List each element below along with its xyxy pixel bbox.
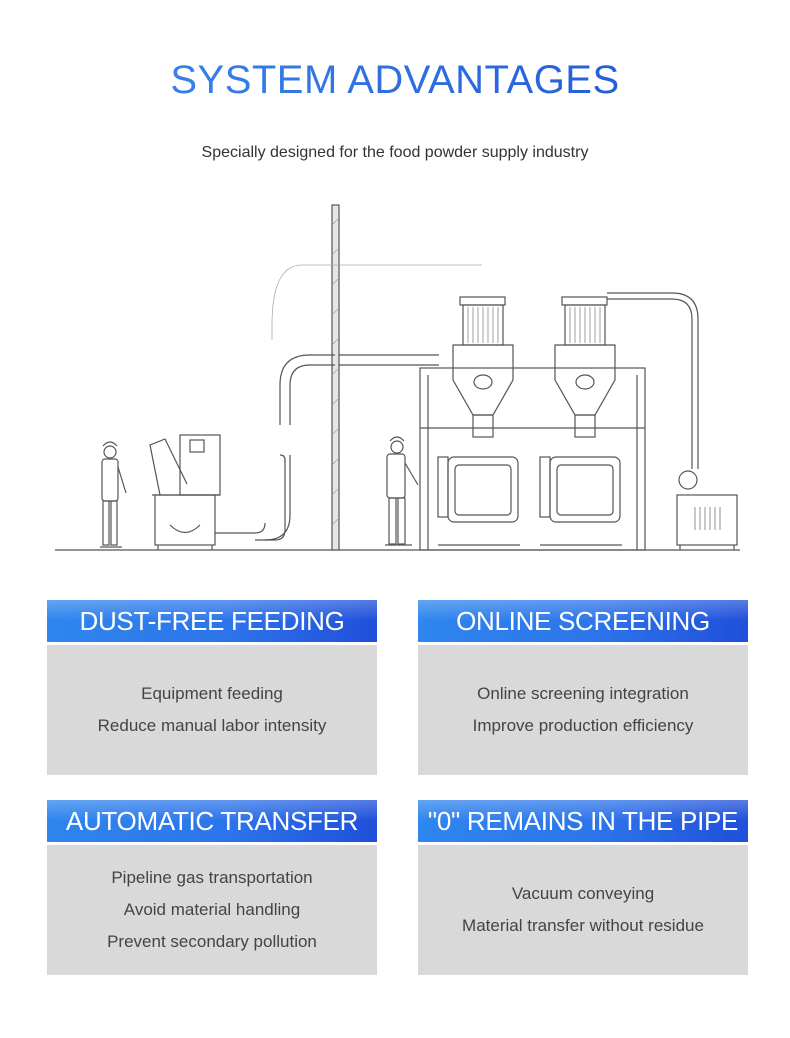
feature-body: Online screening integration Improve pro… <box>418 645 748 775</box>
feature-line: Material transfer without residue <box>462 916 704 935</box>
page-subtitle: Specially designed for the food powder s… <box>201 144 589 161</box>
feature-line: Improve production efficiency <box>472 716 694 735</box>
feature-line: Equipment feeding <box>141 684 283 703</box>
feature-line: Reduce manual labor intensity <box>97 716 327 735</box>
system-diagram <box>55 204 740 551</box>
feature-card-dust-free-feeding: DUST-FREE FEEDING Equipment feeding Redu… <box>47 600 377 775</box>
feature-heading: "0" REMAINS IN THE PIPE <box>418 800 748 842</box>
feature-card-online-screening: ONLINE SCREENING Online screening integr… <box>418 600 748 775</box>
feature-card-automatic-transfer: AUTOMATIC TRANSFER Pipeline gas transpor… <box>47 800 377 975</box>
feature-line: Prevent secondary pollution <box>107 932 317 951</box>
feature-body: Pipeline gas transportation Avoid materi… <box>47 845 377 975</box>
feature-line: Vacuum conveying <box>511 884 655 903</box>
feature-heading: AUTOMATIC TRANSFER <box>47 800 377 842</box>
feature-line: Pipeline gas transportation <box>111 868 313 887</box>
feature-heading: ONLINE SCREENING <box>418 600 748 642</box>
feature-body: Equipment feeding Reduce manual labor in… <box>47 645 377 775</box>
page-title: SYSTEM ADVANTAGES <box>0 58 790 103</box>
feature-heading: DUST-FREE FEEDING <box>47 600 377 642</box>
feature-line: Online screening integration <box>477 684 689 703</box>
feature-body: Vacuum conveying Material transfer witho… <box>418 845 748 975</box>
feature-line: Avoid material handling <box>123 900 301 919</box>
feature-card-zero-remains: "0" REMAINS IN THE PIPE Vacuum conveying… <box>418 800 748 975</box>
